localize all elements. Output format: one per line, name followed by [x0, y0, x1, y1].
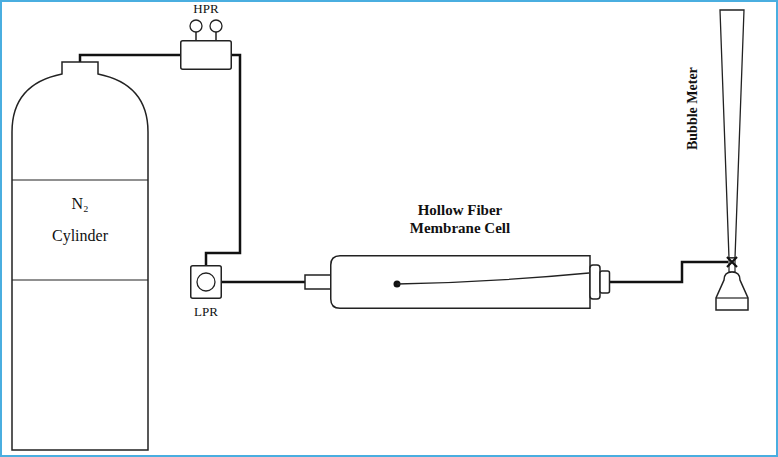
node-label: Cylinder: [12, 226, 148, 245]
node-label: Hollow Fiber Membrane Cell: [390, 201, 530, 237]
gas-line: [222, 281, 305, 284]
gas-line: [206, 55, 240, 265]
node-label: N₂: [12, 194, 148, 213]
node-label: HPR: [170, 1, 242, 17]
membrane-cell: Hollow Fiber Membrane Cell: [305, 255, 610, 309]
node-label: LPR: [176, 304, 236, 320]
high-pressure-regulator-outline: [180, 40, 232, 70]
node-label: Bubble Meter: [685, 67, 702, 150]
low-pressure-regulator: LPR: [190, 265, 222, 299]
low-pressure-regulator-outline: [190, 265, 222, 299]
membrane-cell-outline: [305, 255, 610, 309]
bubble-meter: Bubble Meter: [712, 10, 752, 315]
gas-line: [610, 262, 712, 282]
gas-cylinder: N₂ Cylinder: [12, 62, 148, 450]
gas-line: [80, 55, 180, 62]
high-pressure-regulator: HPR: [180, 40, 232, 70]
bubble-meter-outline: [712, 10, 752, 315]
gas-cylinder-outline: [12, 62, 148, 450]
